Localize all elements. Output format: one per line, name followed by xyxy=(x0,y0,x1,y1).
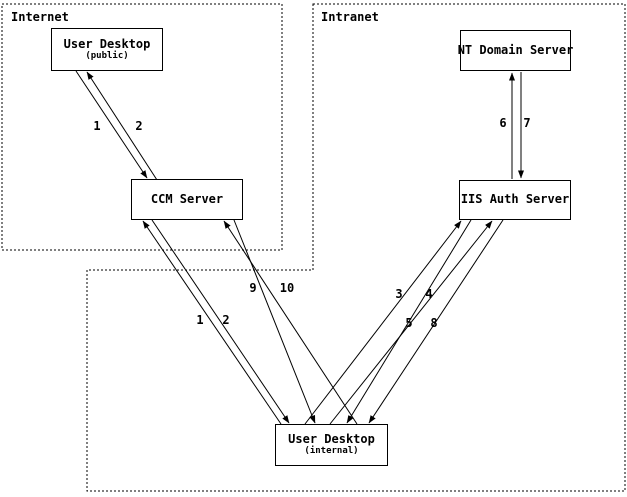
node-title: User Desktop xyxy=(288,432,375,446)
node-iis-auth-server: IIS Auth Server xyxy=(459,180,571,220)
flow-line-1-internal-desktop-to-ccm xyxy=(142,220,282,425)
node-nt-domain-server: NT Domain Server xyxy=(457,30,574,71)
node-title: User Desktop xyxy=(63,36,151,51)
intranet-zone-border xyxy=(86,3,626,492)
flow-label-8: 8 xyxy=(430,316,438,330)
node-title: IIS Auth Server xyxy=(460,192,570,207)
flow-line-1-public-desktop-to-ccm xyxy=(75,70,148,179)
node-user-desktop-internal: User Desktop (internal) xyxy=(275,424,388,466)
flow-label-public-2: 2 xyxy=(135,119,143,133)
node-title: NT Domain Server xyxy=(457,42,574,57)
flow-line-9-internal-desktop-to-ccm xyxy=(223,220,358,425)
node-ccm-server: CCM Server xyxy=(131,179,243,220)
flow-label-public-1: 1 xyxy=(93,119,101,133)
flow-line-5-internal-desktop-to-iis xyxy=(329,220,493,425)
flow-line-10-ccm-to-internal-desktop xyxy=(233,219,316,424)
flow-label-6: 6 xyxy=(499,116,507,130)
flow-label-internal-2: 2 xyxy=(222,313,230,327)
flow-label-10: 10 xyxy=(279,281,295,295)
flow-line-2-ccm-to-public-desktop xyxy=(86,71,158,181)
internet-zone-border xyxy=(1,3,283,251)
flow-line-2-ccm-to-internal-desktop xyxy=(151,219,290,424)
flow-line-3-internal-desktop-to-iis xyxy=(304,220,462,425)
intranet-zone-label: Intranet xyxy=(321,10,379,24)
flow-line-8-iis-to-internal-desktop xyxy=(368,219,504,424)
node-title: CCM Server xyxy=(150,191,224,206)
flow-label-5: 5 xyxy=(405,316,413,330)
flow-label-3: 3 xyxy=(395,287,403,301)
flow-label-4: 4 xyxy=(425,287,433,301)
node-subtitle: (public) xyxy=(85,50,129,61)
internet-zone-label: Internet xyxy=(11,10,69,24)
node-user-desktop-public: User Desktop (public) xyxy=(51,28,163,71)
node-subtitle: (internal) xyxy=(304,446,359,457)
flow-label-7: 7 xyxy=(523,116,531,130)
flow-label-internal-1: 1 xyxy=(196,313,204,327)
flow-label-9: 9 xyxy=(249,281,257,295)
flow-line-4-iis-to-internal-desktop xyxy=(346,219,472,424)
